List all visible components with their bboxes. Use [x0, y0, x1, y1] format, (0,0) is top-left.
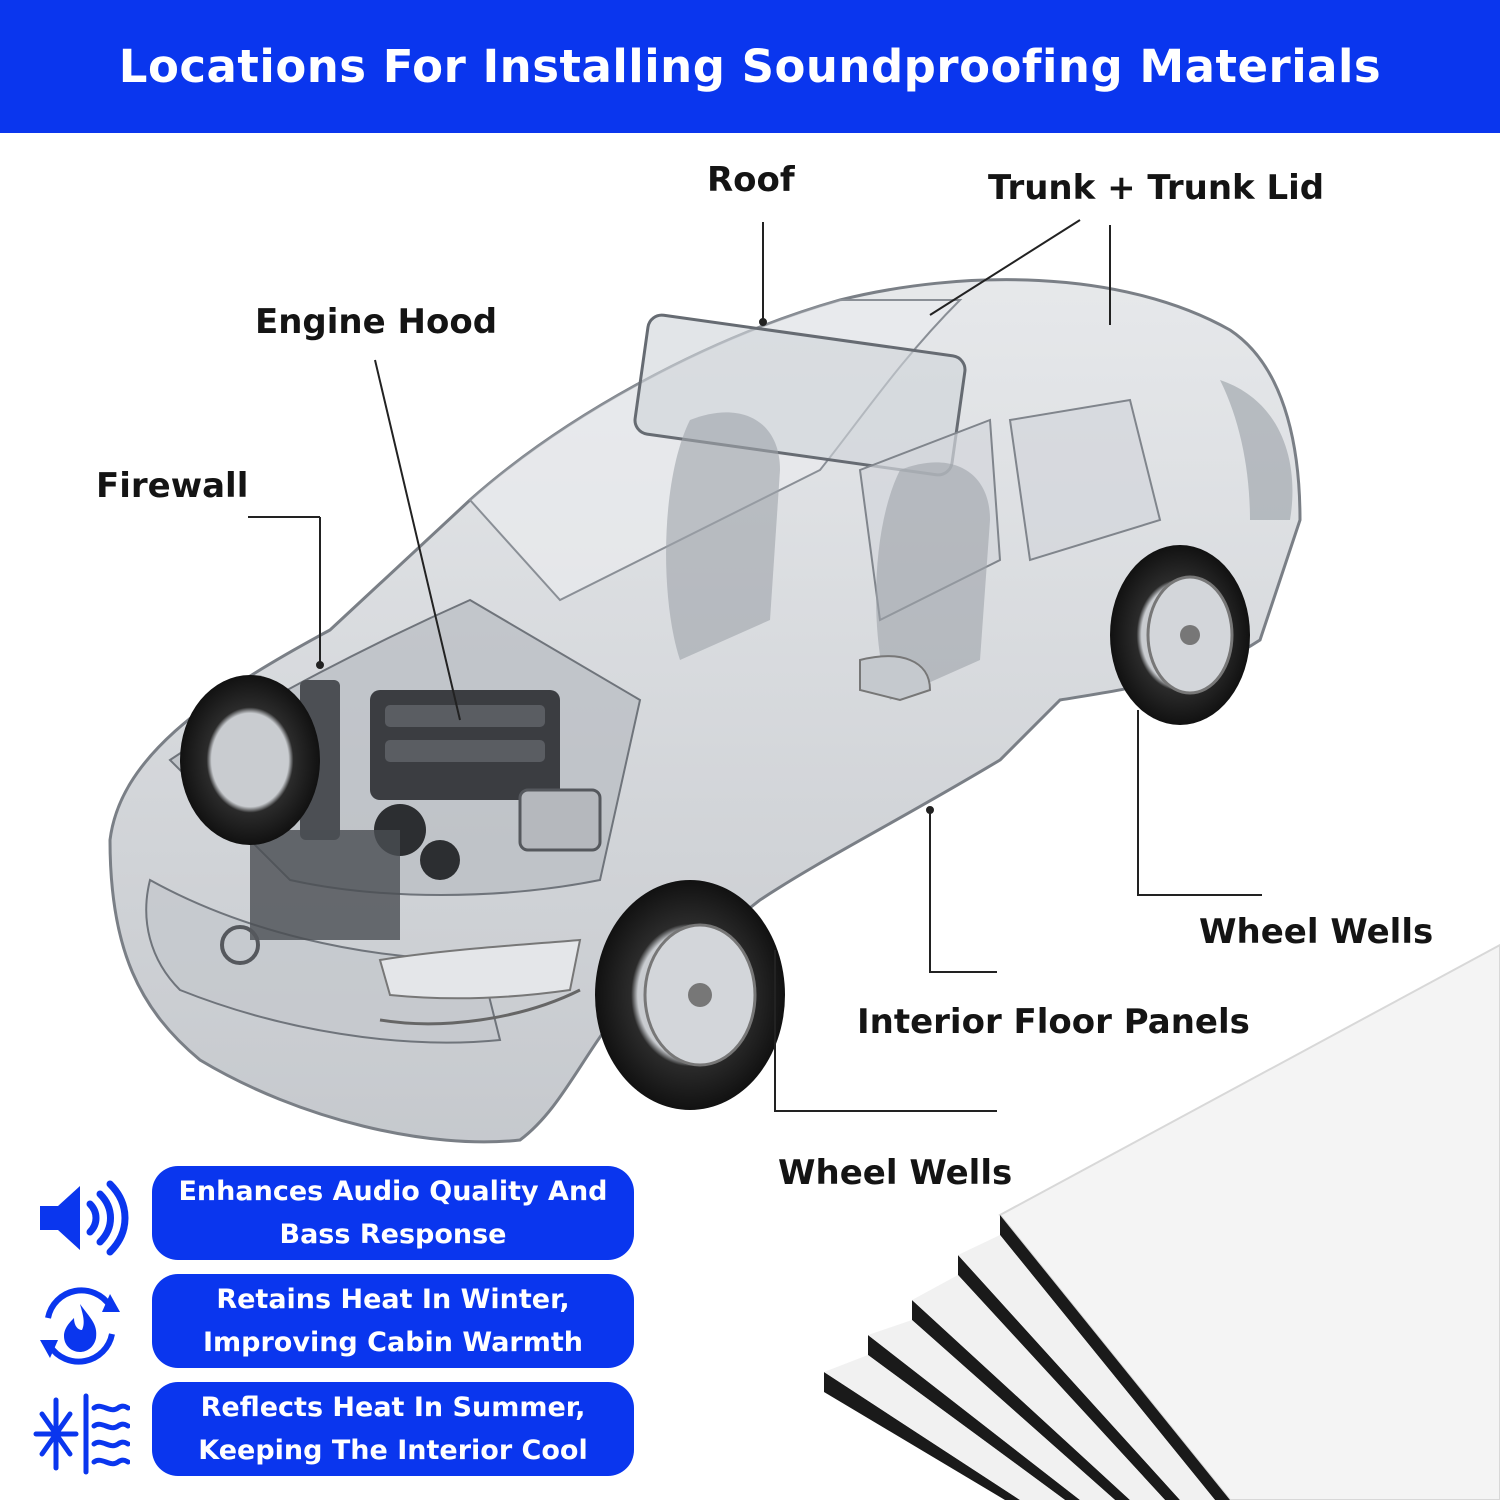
feature-line-1: Reflects Heat In Summer,: [200, 1392, 586, 1423]
feature-pill-winter: Retains Heat In Winter, Improving Cabin …: [152, 1274, 634, 1368]
snow-heat-icon: [33, 1393, 130, 1475]
feature-line-1: Enhances Audio Quality And: [178, 1176, 608, 1207]
rear-wheel: [1110, 545, 1250, 725]
feature-line-2: Bass Response: [279, 1219, 507, 1250]
foam-sheet-stack: [824, 943, 1500, 1500]
callout-wheel-wells-rear: Wheel Wells: [1199, 912, 1434, 952]
feature-pill-summer: Reflects Heat In Summer, Keeping The Int…: [152, 1382, 634, 1476]
feature-list: Enhances Audio Quality And Bass Response…: [30, 1166, 640, 1490]
callout-leader-lines: [248, 219, 1262, 1112]
speaker-icon: [40, 1180, 129, 1256]
callout-wheel-wells-front: Wheel Wells: [778, 1153, 1013, 1193]
feature-pill-audio: Enhances Audio Quality And Bass Response: [152, 1166, 634, 1260]
feature-line-2: Improving Cabin Warmth: [202, 1327, 584, 1358]
feature-item: Reflects Heat In Summer, Keeping The Int…: [30, 1382, 640, 1490]
car-cutaway-illustration: [108, 219, 1500, 1500]
title-banner: Locations For Installing Soundproofing M…: [0, 0, 1500, 133]
feature-line-2: Keeping The Interior Cool: [198, 1435, 588, 1466]
callout-firewall: Firewall: [96, 466, 249, 506]
front-wheel-left: [180, 675, 320, 845]
feature-item: Retains Heat In Winter, Improving Cabin …: [30, 1274, 640, 1382]
front-wheel-right: [595, 880, 785, 1110]
feature-line-1: Retains Heat In Winter,: [216, 1284, 570, 1315]
callout-interior-floor-panels: Interior Floor Panels: [857, 1002, 1250, 1042]
heat-cycle-icon: [40, 1287, 120, 1365]
feature-item: Enhances Audio Quality And Bass Response: [30, 1166, 640, 1274]
callout-trunk-lid: Trunk + Trunk Lid: [988, 168, 1325, 208]
page-title: Locations For Installing Soundproofing M…: [118, 40, 1382, 93]
callout-engine-hood: Engine Hood: [255, 302, 498, 342]
callout-roof: Roof: [707, 160, 795, 200]
